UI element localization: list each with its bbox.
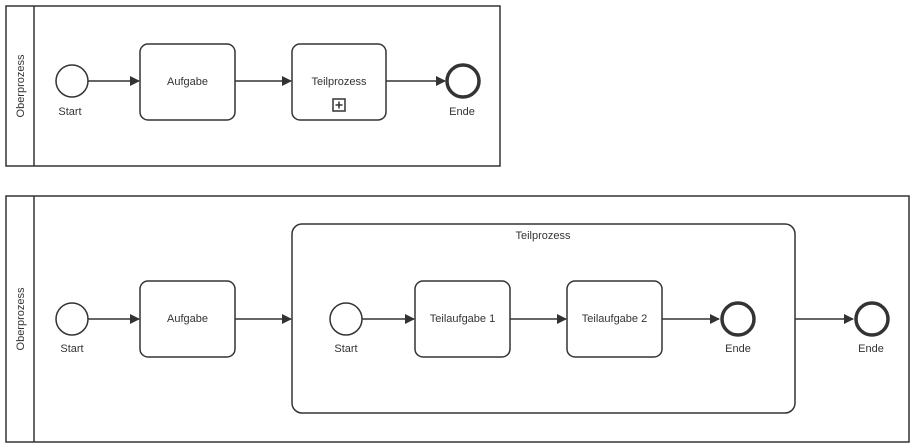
bottom-start-event[interactable] — [55, 302, 89, 336]
top-task-label: Aufgabe — [167, 76, 208, 88]
bottom-end-label: Ende — [858, 343, 884, 355]
top-start-label: Start — [58, 106, 81, 118]
inner-task-2-label: Teilaufgabe 2 — [582, 313, 647, 325]
bottom-end-event[interactable] — [854, 301, 890, 337]
inner-start-label: Start — [334, 343, 357, 355]
pool-top: Oberprozess — [5, 5, 501, 167]
bottom-subprocess-label: Teilprozess — [515, 230, 571, 242]
top-end-event[interactable] — [445, 63, 481, 99]
plus-square-icon[interactable] — [332, 98, 346, 112]
top-subprocess-label: Teilprozess — [311, 76, 367, 88]
inner-task-1-label: Teilaufgabe 1 — [430, 313, 495, 325]
pool-top-border — [5, 5, 501, 167]
inner-task-2[interactable]: Teilaufgabe 2 — [566, 280, 663, 358]
inner-start-event[interactable] — [329, 302, 363, 336]
pool-top-lane-label: Oberprozess — [15, 54, 27, 117]
inner-end-event[interactable] — [720, 301, 756, 337]
top-end-label: Ende — [449, 106, 475, 118]
inner-end-label: Ende — [725, 343, 751, 355]
bottom-start-label: Start — [60, 343, 83, 355]
top-subprocess[interactable]: Teilprozess — [291, 43, 387, 121]
bottom-task[interactable]: Aufgabe — [139, 280, 236, 358]
top-start-event[interactable] — [55, 64, 89, 98]
bottom-task-label: Aufgabe — [167, 313, 208, 325]
top-task[interactable]: Aufgabe — [139, 43, 236, 121]
pool-bottom-lane-label: Oberprozess — [15, 287, 27, 350]
inner-task-1[interactable]: Teilaufgabe 1 — [414, 280, 511, 358]
